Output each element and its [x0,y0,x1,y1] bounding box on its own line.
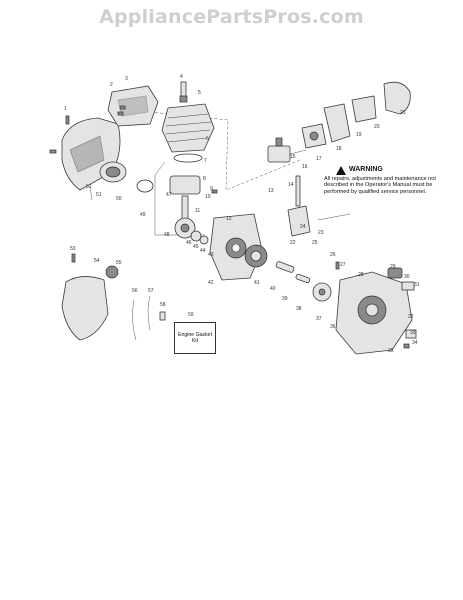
warning-triangle-icon [336,166,346,175]
fuel-tank-assembly [287,175,351,237]
callout-41: 41 [254,280,260,286]
callout-12: 12 [226,216,232,222]
starter-pulley [312,282,332,302]
carburetor [267,137,307,163]
throttle-cable [132,295,166,341]
callout-21: 21 [400,110,406,116]
callout-8: 8 [203,176,206,182]
callout-14: 14 [288,182,294,188]
callout-17: 17 [316,156,322,162]
callout-29: 29 [390,264,396,270]
callout-50: 50 [116,196,122,202]
callout-2: 2 [110,82,113,88]
callout-40: 40 [270,286,276,292]
callout-38: 38 [296,306,302,312]
engine-gasket-kit-label: Engine Gasket Kit [177,332,213,344]
callout-54: 54 [94,258,100,264]
callout-28: 28 [358,272,364,278]
callout-33: 33 [410,330,416,336]
callout-37: 37 [316,316,322,322]
callout-5: 5 [198,90,201,96]
callout-36: 36 [330,324,336,330]
callout-11: 11 [195,208,200,214]
fasteners [49,105,410,349]
callout-39: 39 [282,296,288,302]
callout-22: 22 [290,240,296,246]
callout-4: 4 [180,74,183,80]
callout-34: 34 [412,340,418,346]
callout-30: 30 [404,274,410,280]
air-filter [99,161,127,183]
callout-19: 19 [356,132,362,138]
callout-16: 16 [302,164,308,170]
cylinder [161,103,215,153]
callout-43: 43 [208,252,214,258]
callout-48: 48 [164,232,170,238]
filter-gasket [136,179,154,193]
callout-1: 1 [64,106,67,112]
filter-cover [383,81,411,115]
callout-58: 58 [160,302,166,308]
callout-3: 3 [125,76,128,82]
callout-23: 23 [318,230,324,236]
warning-text: All repairs, adjustments and maintenance… [324,176,436,195]
callout-42: 42 [208,280,214,286]
callout-59: 59 [188,312,194,318]
carb-plate [351,95,377,123]
callout-44: 44 [200,248,206,254]
callout-51: 51 [96,192,102,198]
callout-45: 45 [193,244,199,250]
warning-header: WARNING [336,166,444,175]
starter-housing [335,267,417,355]
callout-26: 26 [330,252,336,258]
watermark: AppliancePartsPros.com [99,6,364,28]
callout-13: 13 [268,188,274,194]
callout-56: 56 [132,288,138,294]
callout-47: 47 [166,192,172,198]
fuel-line [275,261,311,284]
callout-46: 46 [186,240,192,246]
callout-55: 55 [116,260,122,266]
callout-7: 7 [204,158,207,164]
callout-9: 9 [210,186,213,192]
callout-20: 20 [374,124,380,130]
callout-18: 18 [336,146,342,152]
callout-15: 15 [290,154,296,160]
callout-24: 24 [300,224,306,230]
intake-adapter [301,123,327,149]
callout-31: 31 [414,282,420,288]
warning-box: WARNING All repairs, adjustments and mai… [324,166,444,195]
callout-27: 27 [340,262,346,268]
cylinder-cover [107,85,159,127]
callout-35: 35 [388,348,394,354]
clutch [244,244,268,268]
callout-53: 53 [70,246,76,252]
callout-57: 57 [148,288,154,294]
air-box [323,103,351,143]
callout-6: 6 [206,136,209,142]
spark-plug [179,81,188,103]
piston-crankshaft [169,175,209,245]
engine-shroud [61,265,119,341]
callout-32: 32 [408,314,414,320]
callout-25: 25 [312,240,318,246]
callout-10: 10 [205,194,211,200]
warning-title: WARNING [349,166,383,174]
cylinder-gasket [173,153,203,163]
engine-gasket-kit-box: Engine Gasket Kit [174,322,216,354]
callout-52: 52 [86,184,92,190]
callout-49: 49 [140,212,146,218]
